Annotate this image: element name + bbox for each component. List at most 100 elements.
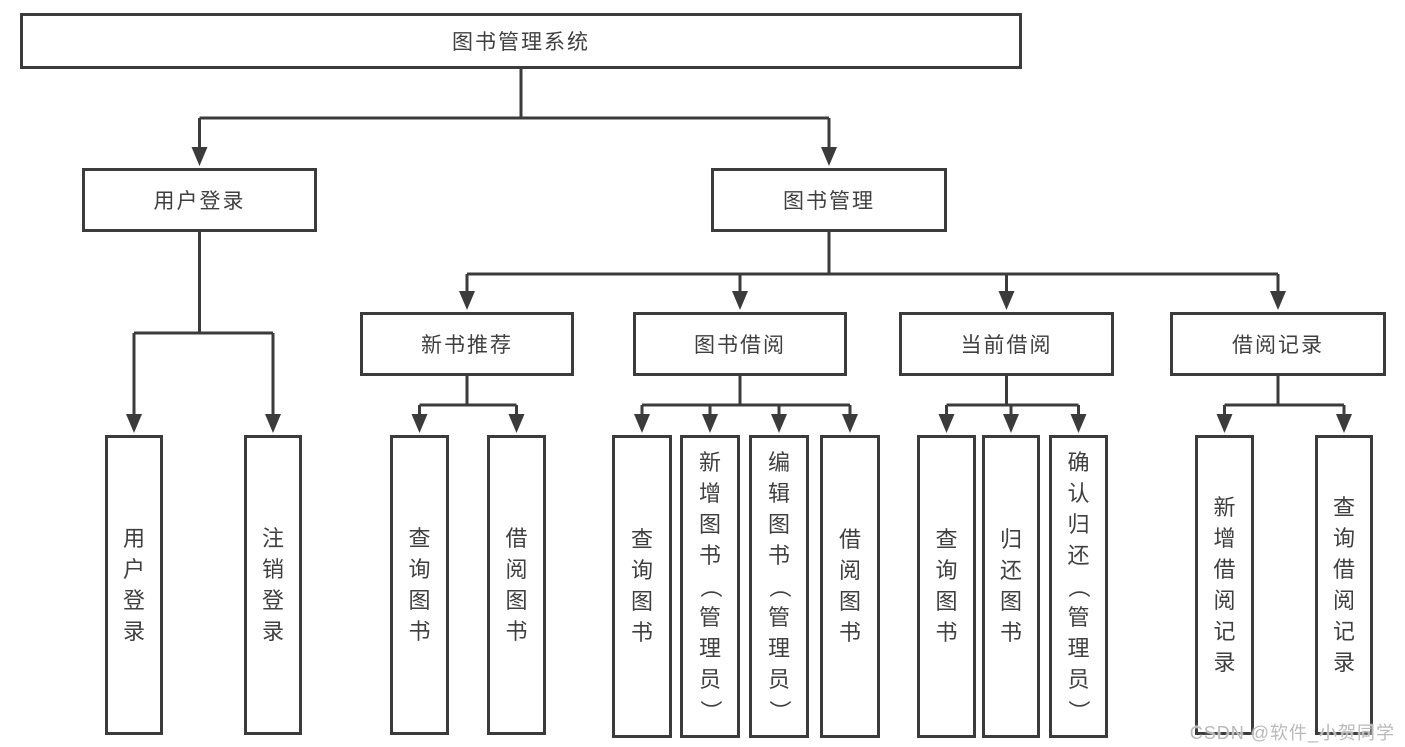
label-char: 管 bbox=[767, 604, 790, 630]
label-char: 询 bbox=[1332, 525, 1355, 551]
node-edit-books-admin: 编辑图书（管理员） bbox=[749, 435, 809, 738]
label-char: 录 bbox=[1213, 649, 1236, 675]
node-label: 查询借阅记录 bbox=[1332, 496, 1355, 675]
node-confirm-return-admin: 确认归还（管理员） bbox=[1049, 435, 1108, 738]
label-char: （ bbox=[1066, 575, 1092, 598]
label-char: 书 bbox=[999, 620, 1022, 645]
label-char: 用 bbox=[122, 525, 145, 551]
node-book-borrowing: 图书借阅 bbox=[633, 312, 847, 376]
label-char: 书 bbox=[838, 620, 861, 645]
node-label: 借阅记录 bbox=[1232, 334, 1324, 357]
connector-lines bbox=[418, 376, 518, 416]
connector-book-management bbox=[459, 232, 1286, 310]
label-char: 书 bbox=[408, 618, 431, 644]
node-new-book-recommend: 新书推荐 bbox=[360, 312, 574, 376]
node-label: 查询图书 bbox=[408, 525, 431, 644]
node-label: 确认归还（管理员） bbox=[1066, 451, 1092, 722]
node-book-management: 图书管理 bbox=[711, 168, 947, 232]
node-add-books-admin: 新增图书（管理员） bbox=[680, 435, 740, 738]
connector-book-borrowing bbox=[634, 376, 858, 433]
node-label: 用户登录 bbox=[153, 190, 246, 213]
label-char: 书 bbox=[505, 618, 528, 644]
node-query-borrow-record: 查询借阅记录 bbox=[1315, 435, 1373, 735]
connector-lines bbox=[945, 376, 1080, 416]
label-char: 注 bbox=[261, 525, 284, 551]
label-char: 阅 bbox=[1213, 587, 1236, 613]
node-label: 编辑图书（管理员） bbox=[766, 449, 792, 722]
label-char: 管 bbox=[698, 604, 721, 630]
label-char: 员 bbox=[698, 666, 721, 692]
label-char: 管 bbox=[1067, 604, 1090, 630]
node-root: 图书管理系统 bbox=[20, 13, 1022, 69]
label-char: 图 bbox=[630, 589, 653, 614]
connector-borrowing-records bbox=[1216, 376, 1352, 433]
arrowhead bbox=[1336, 414, 1352, 433]
label-char: 图 bbox=[408, 587, 431, 613]
label-char: 记 bbox=[1213, 618, 1236, 644]
label-char: 借 bbox=[505, 525, 528, 551]
label-char: 借 bbox=[838, 527, 861, 552]
node-label: 查询图书 bbox=[631, 529, 653, 644]
arrowhead bbox=[411, 414, 428, 433]
arrowhead bbox=[265, 414, 281, 433]
node-label: 新增借阅记录 bbox=[1213, 494, 1236, 675]
node-query-books-1: 查询图书 bbox=[390, 435, 449, 735]
arrowhead bbox=[1003, 414, 1019, 433]
label-char: ） bbox=[766, 699, 792, 722]
node-label: 归还图书 bbox=[1000, 529, 1022, 644]
arrowhead bbox=[938, 414, 955, 433]
label-char: 登 bbox=[122, 587, 145, 613]
label-char: 书 bbox=[630, 620, 653, 645]
label-char: 询 bbox=[630, 558, 653, 583]
arrowhead bbox=[634, 414, 650, 433]
label-char: 阅 bbox=[505, 556, 528, 582]
arrowhead bbox=[1070, 414, 1087, 433]
label-char: 户 bbox=[122, 556, 145, 582]
node-label: 新书推荐 bbox=[421, 334, 513, 357]
node-current-borrowing: 当前借阅 bbox=[899, 312, 1114, 376]
connector-lines bbox=[465, 232, 1280, 293]
node-user-login-leaf: 用户登录 bbox=[105, 435, 163, 735]
label-char: 理 bbox=[767, 635, 790, 661]
connector-current-borrowing bbox=[938, 376, 1087, 433]
watermark: CSDN @软件_小贺同学 bbox=[1189, 723, 1395, 743]
label-char: 借 bbox=[1332, 556, 1355, 582]
arrowhead bbox=[459, 291, 475, 310]
label-char: 编 bbox=[767, 449, 790, 475]
node-add-borrow-record: 新增借阅记录 bbox=[1195, 435, 1254, 735]
label-char: 认 bbox=[1067, 480, 1090, 506]
label-char: 查 bbox=[408, 525, 431, 551]
label-char: 归 bbox=[1067, 511, 1090, 537]
label-char: 增 bbox=[698, 480, 721, 506]
label-char: 辑 bbox=[767, 480, 790, 506]
label-char: 新 bbox=[1213, 494, 1236, 520]
label-char: 归 bbox=[999, 527, 1022, 552]
arrowhead bbox=[191, 147, 208, 166]
label-char: 图 bbox=[505, 587, 528, 613]
node-label: 借阅图书 bbox=[505, 525, 528, 644]
connector-user-login bbox=[126, 232, 281, 433]
label-char: 书 bbox=[767, 542, 790, 568]
node-label: 当前借阅 bbox=[960, 334, 1053, 357]
arrowhead bbox=[508, 414, 525, 433]
label-char: 阅 bbox=[1332, 587, 1355, 613]
label-char: 录 bbox=[1332, 649, 1355, 675]
label-char: 理 bbox=[1067, 635, 1090, 661]
label-char: 理 bbox=[698, 635, 721, 661]
connector-lines bbox=[1223, 376, 1346, 416]
node-borrow-books-1: 借阅图书 bbox=[487, 435, 546, 735]
label-char: 图 bbox=[767, 511, 790, 537]
node-label: 新增图书（管理员） bbox=[698, 451, 723, 722]
label-char: 借 bbox=[1213, 556, 1236, 582]
node-label: 借阅图书 bbox=[839, 529, 861, 644]
label-char: 增 bbox=[1213, 525, 1236, 551]
node-logout-leaf: 注销登录 bbox=[244, 435, 302, 735]
label-char: 还 bbox=[999, 558, 1022, 583]
label-char: 查 bbox=[630, 527, 653, 552]
arrowhead bbox=[1270, 291, 1286, 310]
label-char: 询 bbox=[935, 558, 958, 583]
node-label: 图书管理系统 bbox=[452, 31, 590, 54]
connector-lines bbox=[198, 69, 831, 149]
node-label: 图书借阅 bbox=[694, 334, 786, 357]
arrowhead bbox=[702, 414, 718, 433]
